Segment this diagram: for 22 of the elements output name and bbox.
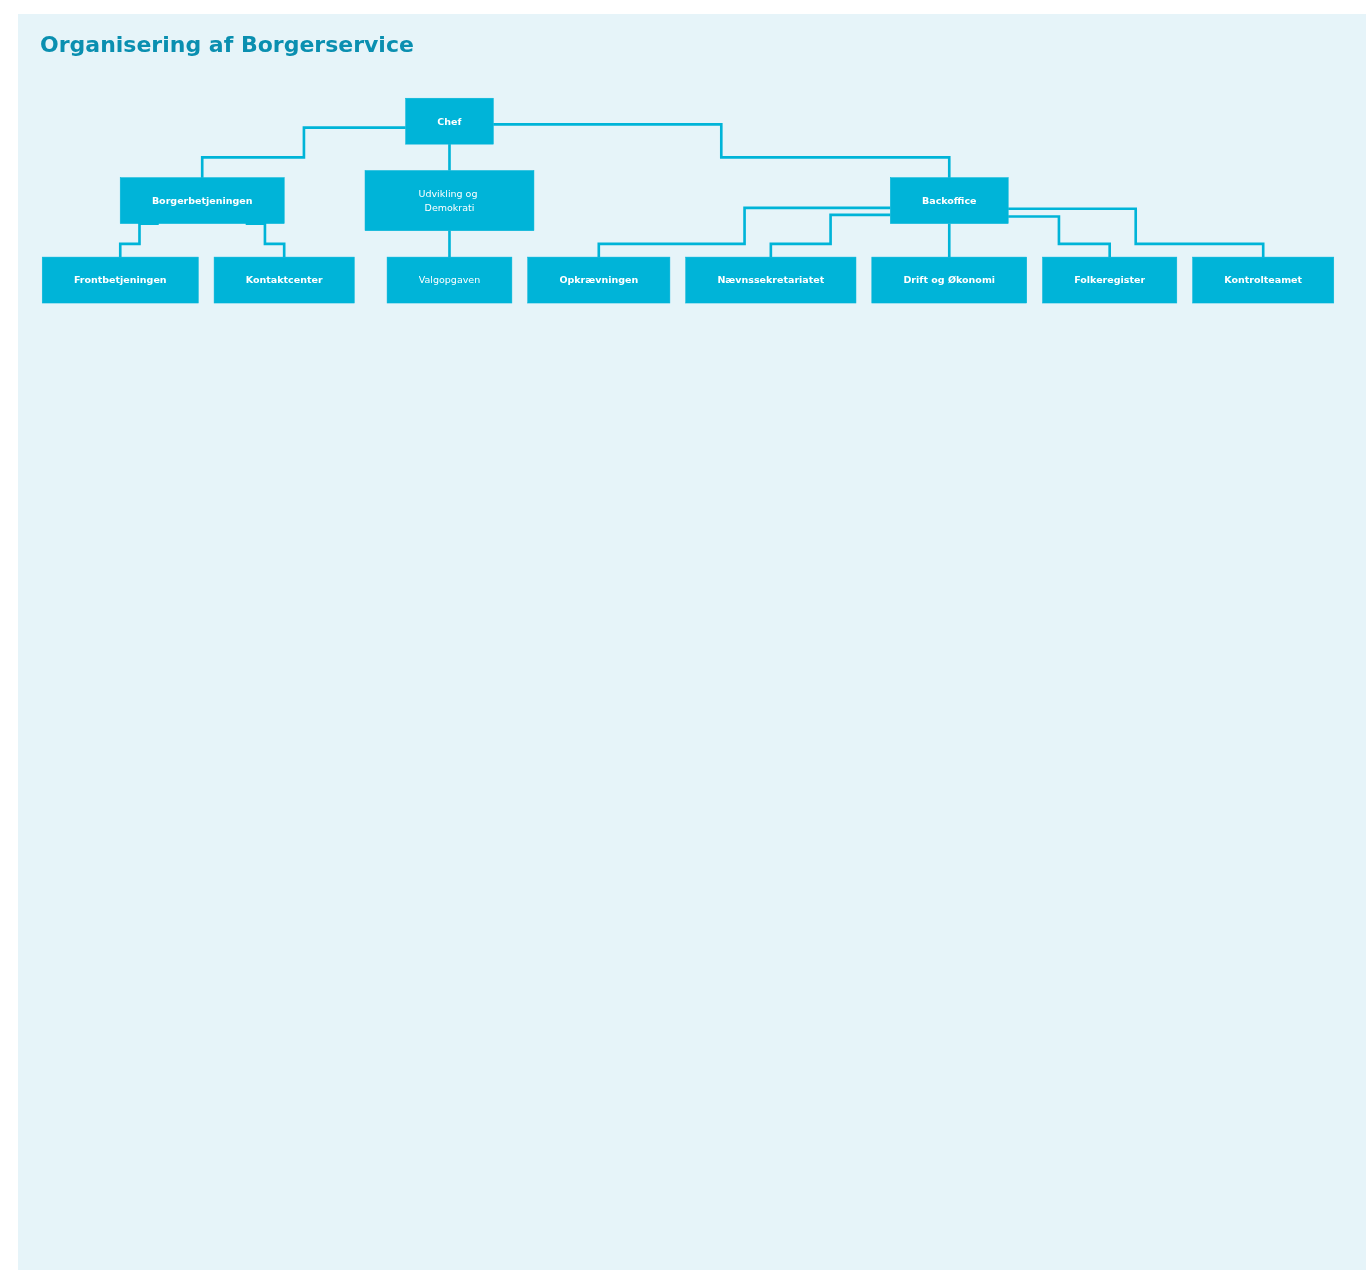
node-box bbox=[405, 97, 494, 145]
connector bbox=[493, 123, 951, 179]
node-box bbox=[386, 256, 513, 304]
connector bbox=[200, 126, 406, 179]
node-box bbox=[685, 256, 857, 304]
node-box bbox=[364, 170, 535, 231]
node-box bbox=[1192, 256, 1335, 304]
diagram-title: Organisering af Borgerservice bbox=[40, 32, 414, 57]
connector bbox=[947, 222, 951, 259]
node-box bbox=[119, 177, 285, 224]
node-box bbox=[1042, 256, 1178, 304]
connector bbox=[769, 213, 891, 259]
connector bbox=[448, 229, 451, 259]
node-box bbox=[41, 256, 199, 304]
panel-background: Organisering af Borgerservice Chef Borgerbetjeningen Udvikling og Demokrati Backoffice Frontbetjeningen Kontaktcenter Valgopgaven Opkrævningen Nævnssekretariatet Drift og Økonomi Folkeregister Kontrolteamet bbox=[18, 14, 1366, 1270]
connector bbox=[1008, 207, 1265, 259]
node-box bbox=[890, 177, 1009, 224]
connector bbox=[1008, 215, 1111, 259]
node-box bbox=[527, 256, 671, 304]
node-box bbox=[871, 256, 1027, 304]
connector bbox=[597, 206, 891, 259]
node-box bbox=[213, 256, 355, 304]
